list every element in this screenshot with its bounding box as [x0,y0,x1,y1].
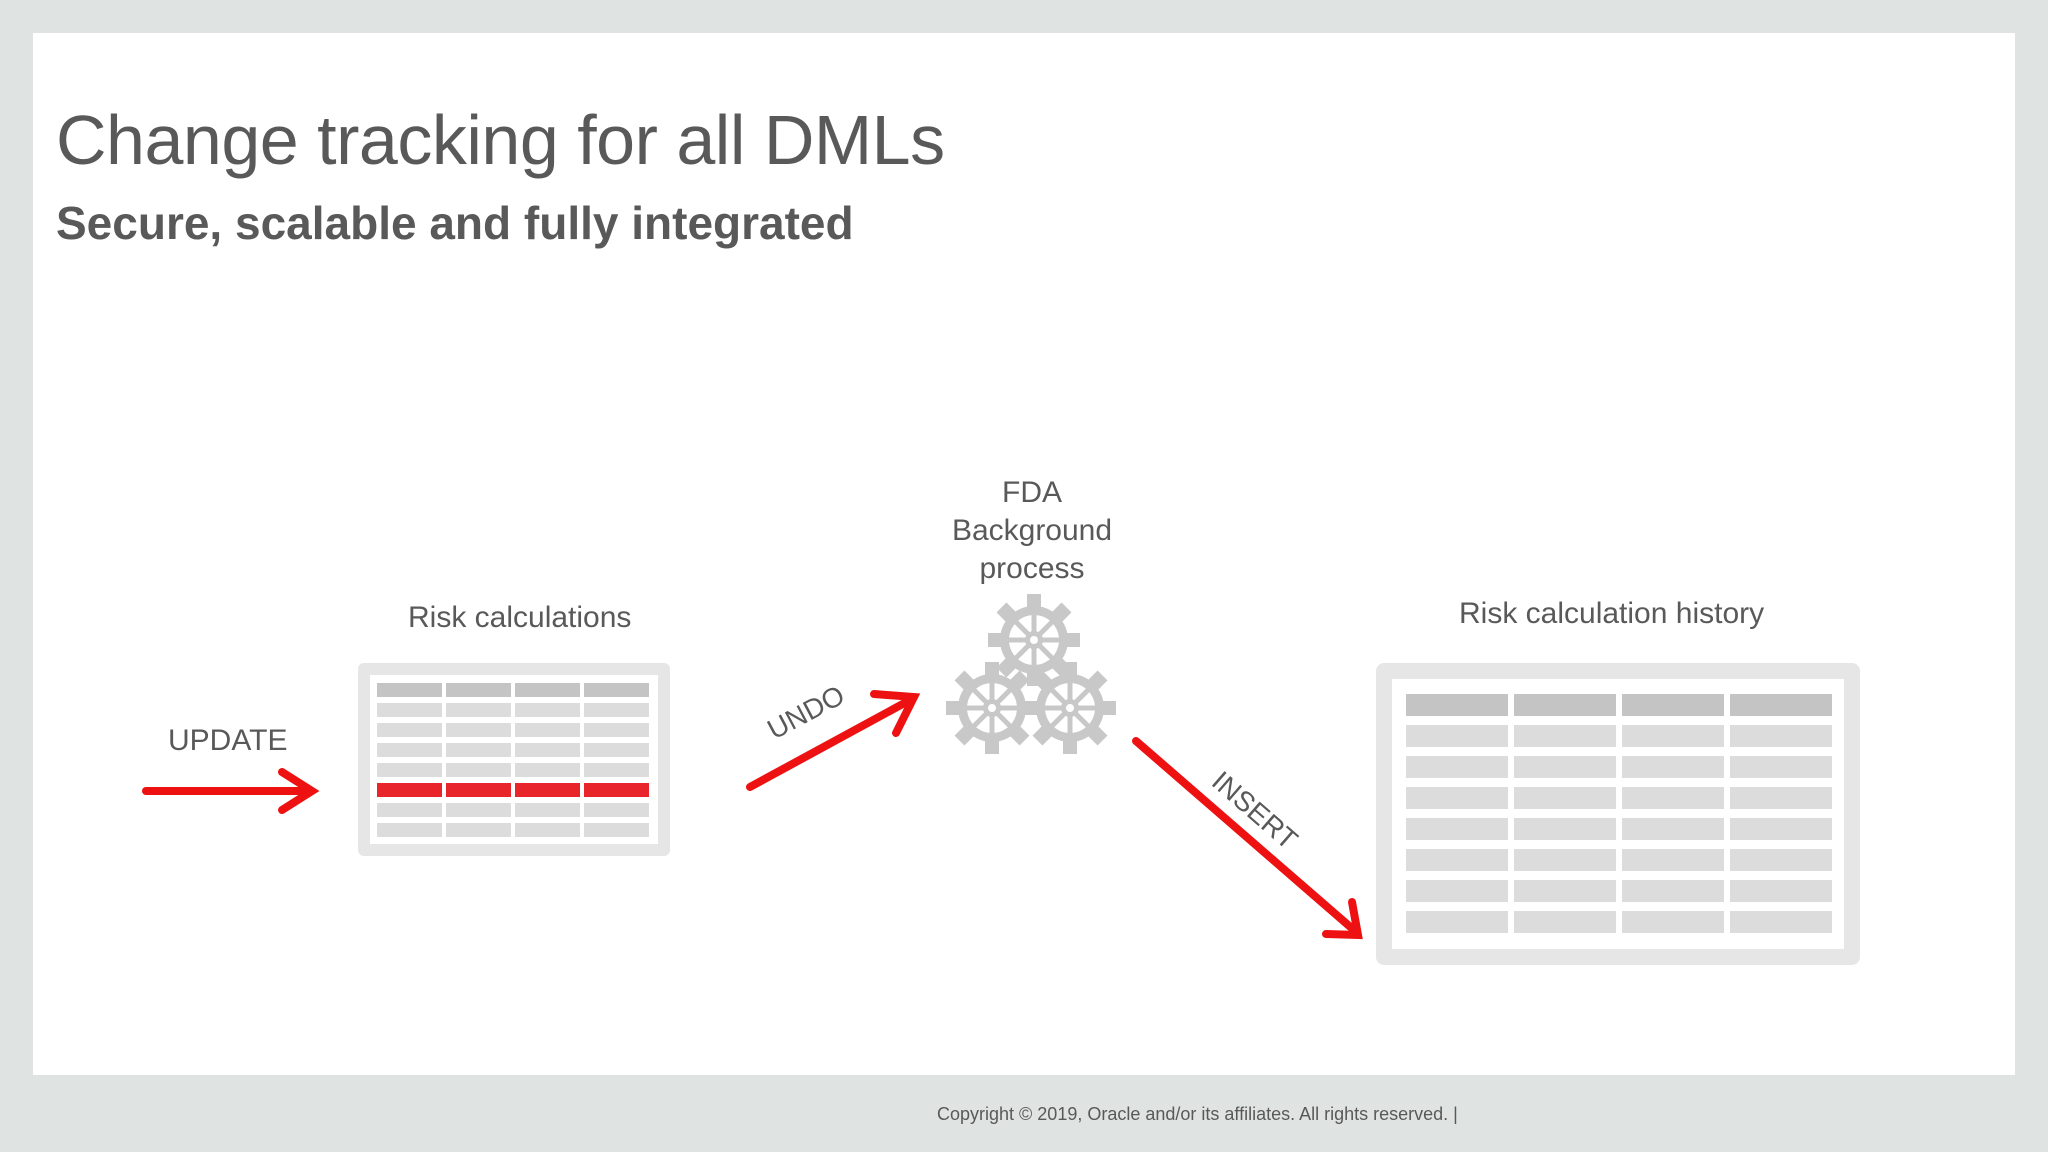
table-header-cell [515,683,580,697]
table-cell [584,823,649,837]
table-cell [515,783,580,797]
gears-icon [946,594,1116,754]
process-label-line: process [979,552,1085,585]
table-cell [446,743,511,757]
table-cell [584,763,649,777]
table-cell [1730,911,1832,933]
table-cell [1730,725,1832,747]
table-cell [377,723,442,737]
table-cell [1622,818,1724,840]
table-cell [515,823,580,837]
table-cell [1406,818,1508,840]
table-cell [446,783,511,797]
table-cell [1406,787,1508,809]
undo-label: UNDO [762,679,849,745]
table-cell [1622,911,1724,933]
table-cell [1514,787,1616,809]
table-cell [1406,725,1508,747]
table-header-cell [1406,694,1508,716]
slide-subtitle: Secure, scalable and fully integrated [56,197,854,249]
table-cell [1730,880,1832,902]
table-header-cell [1622,694,1724,716]
table-cell [377,743,442,757]
table-cell [1622,725,1724,747]
process-label-line: FDA [1002,476,1062,509]
table-cell [584,743,649,757]
table-header-cell [1730,694,1832,716]
table-cell [446,803,511,817]
table-cell [1622,849,1724,871]
history-table-label: Risk calculation history [1459,597,1765,630]
table-header-cell [584,683,649,697]
table-cell [584,783,649,797]
insert-arrow [1132,737,1363,940]
table-cell [1514,911,1616,933]
table-cell [515,723,580,737]
source-table-label: Risk calculations [408,601,632,634]
risk-calculations-table [358,663,670,856]
table-cell [1730,818,1832,840]
table-cell [1622,756,1724,778]
table-cell [1406,756,1508,778]
table-cell [1406,849,1508,871]
table-cell [1514,849,1616,871]
table-header-cell [1514,694,1616,716]
table-cell [1730,756,1832,778]
table-cell [1514,880,1616,902]
table-cell [584,723,649,737]
process-label-line: Background [951,514,1113,547]
table-cell [1514,725,1616,747]
table-cell [1622,880,1724,902]
table-cell [446,763,511,777]
table-cell [515,803,580,817]
table-cell [1622,787,1724,809]
table-cell [446,823,511,837]
table-cell [446,723,511,737]
update-arrow [142,768,320,814]
undo-arrow [746,690,921,791]
table-cell [515,743,580,757]
table-cell [446,703,511,717]
table-header-cell [446,683,511,697]
table-cell [1514,756,1616,778]
table-cell [1514,818,1616,840]
risk-calculation-history-table [1376,663,1860,965]
table-cell [1730,787,1832,809]
table-cell [377,803,442,817]
slide-title: Change tracking for all DMLs [56,101,945,179]
table-cell [377,823,442,837]
table-cell [1406,880,1508,902]
table-cell [1406,911,1508,933]
table-cell [377,703,442,717]
table-cell [377,763,442,777]
table-cell [377,783,442,797]
table-cell [515,703,580,717]
table-cell [1730,849,1832,871]
copyright-footer: Copyright © 2019, Oracle and/or its affi… [937,1104,1458,1124]
table-cell [584,803,649,817]
table-header-cell [377,683,442,697]
table-cell [584,703,649,717]
process-label: FDA Background process [932,474,1132,588]
update-label: UPDATE [168,724,288,757]
table-cell [515,763,580,777]
